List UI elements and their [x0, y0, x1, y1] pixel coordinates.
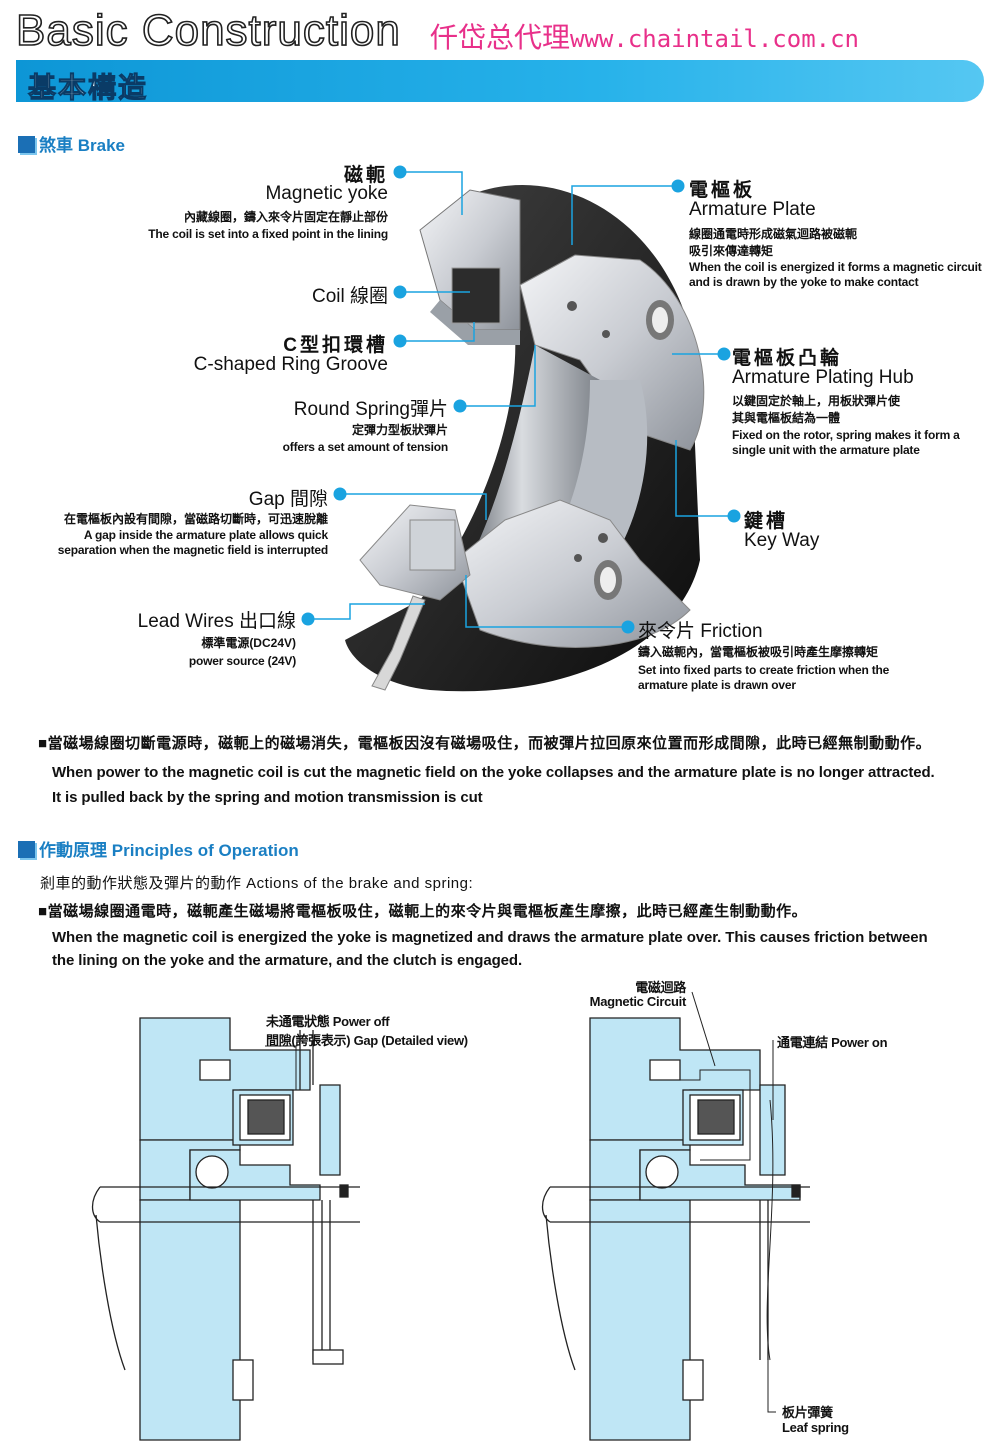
agent-url[interactable]: www.chaintail.com.cn: [570, 25, 859, 53]
label-key-way-en: Key Way: [744, 530, 820, 551]
diagram-label-leaf-spring-en: Leaf spring: [782, 1420, 849, 1435]
label-lead-wires-desc-en: power source (24V): [188, 654, 296, 668]
diagram-label-magnetic-circuit-cn: 電磁迴路: [635, 980, 686, 995]
operation-section-heading: 作動原理 Principles of Operation: [18, 836, 299, 861]
label-gap: Gap 間隙: [248, 489, 328, 510]
square-bullet-icon: ■: [38, 735, 48, 752]
label-round-spring-desc-en: offers a set amount of tension: [282, 440, 449, 454]
label-armature-hub-en: Armature Plating Hub: [732, 367, 914, 388]
label-c-groove-en: C-shaped Ring Groove: [193, 354, 388, 375]
label-armature-plate-desc-en1: When the coil is energized it forms a ma…: [689, 260, 982, 274]
label-armature-hub-desc-cn2: 其與電樞板結為一體: [732, 411, 841, 425]
label-gap-desc-cn: 在電樞板內設有間隙，當磁路切斷時，可迅速脫離: [63, 512, 328, 526]
operation-en1: When the magnetic coil is energized the …: [52, 929, 928, 946]
label-friction-desc-en2: armature plate is drawn over: [638, 678, 796, 692]
agent-name: 仟岱总代理: [430, 21, 571, 54]
diagram-label-power-on: 通電連結 Power on: [777, 1035, 888, 1050]
page-title: Basic Construction: [15, 5, 401, 56]
diagram-label-gap-detail: 間隙(誇張表示) Gap (Detailed view): [266, 1033, 468, 1048]
label-friction: 來令片 Friction: [638, 621, 763, 642]
label-lead-wires-desc-cn: 標準電源(DC24V): [201, 636, 296, 650]
square-bullet-icon: ■: [38, 903, 48, 920]
diagram-label-leaf-spring-cn: 板片彈簧: [782, 1405, 833, 1420]
label-armature-plate-desc-cn2: 吸引來傳達轉矩: [689, 244, 774, 258]
label-magnetic-yoke-cn: 磁軛: [343, 165, 388, 186]
brake-title-en: Brake: [77, 136, 125, 155]
label-round-spring-desc-cn: 定彈力型板狀彈片: [351, 423, 448, 437]
square-bullet-icon: [18, 136, 35, 153]
label-friction-desc-en1: Set into fixed parts to create friction …: [638, 663, 890, 677]
label-armature-plate-desc-cn1: 線圈通電時形成磁氣迴路被磁軛: [689, 227, 858, 241]
brake-title-cn: 煞車: [39, 136, 73, 155]
label-round-spring: Round Spring彈片: [293, 399, 448, 420]
label-armature-hub-desc-en2: single unit with the armature plate: [732, 443, 920, 457]
square-bullet-icon: [18, 841, 35, 858]
brake-note-en2: It is pulled back by the spring and moti…: [52, 789, 483, 806]
label-key-way-cn: 鍵槽: [744, 511, 789, 532]
label-armature-plate-desc-en2: and is drawn by the yoke to make contact: [689, 275, 919, 289]
label-gap-desc-en1: A gap inside the armature plate allows q…: [83, 528, 328, 542]
label-armature-plate-cn: 電樞板: [689, 180, 756, 201]
title-bar-text: 基本構造: [27, 72, 149, 104]
title-bar: [16, 60, 984, 102]
operation-title-cn: 作動原理: [39, 841, 107, 860]
label-gap-desc-en2: separation when the magnetic field is in…: [57, 543, 328, 557]
label-c-groove-cn: C型扣環槽: [283, 335, 388, 356]
agent-banner: 仟岱总代理www.chaintail.com.cn: [430, 16, 859, 56]
diagram-power-off: [91, 1017, 360, 1441]
operation-title-en: Principles of Operation: [111, 841, 299, 860]
label-armature-hub-cn: 電樞板凸輪: [732, 348, 843, 369]
label-magnetic-yoke-en: Magnetic yoke: [265, 183, 388, 204]
label-lead-wires: Lead Wires 出口線: [137, 611, 296, 632]
label-armature-hub-desc-en1: Fixed on the rotor, spring makes it form…: [732, 428, 960, 442]
brake-note-en1: When power to the magnetic coil is cut t…: [52, 764, 935, 781]
diagram-power-on: [541, 1017, 810, 1441]
label-coil: Coil 線圈: [311, 286, 388, 307]
brake-note-cn: ■當磁場線圈切斷電源時，磁軛上的磁場消失，電樞板因沒有磁場吸住，而被彈片拉回原來…: [38, 735, 932, 752]
operation-intro: 剎車的動作狀態及彈片的動作 Actions of the brake and s…: [40, 875, 474, 892]
operation-en2: the lining on the yoke and the armature,…: [52, 952, 523, 969]
diagram-label-magnetic-circuit-en: Magnetic Circuit: [589, 994, 687, 1009]
label-armature-hub-desc-cn1: 以鍵固定於軸上，用板狀彈片使: [732, 394, 901, 408]
label-magnetic-yoke-desc-en: The coil is set into a fixed point in th…: [148, 227, 388, 241]
diagram-label-power-off: 未通電狀態 Power off: [266, 1014, 390, 1029]
label-friction-desc-cn: 鑄入磁軛內，當電樞板被吸引時產生摩擦轉矩: [638, 645, 879, 659]
label-armature-plate-en: Armature Plate: [689, 199, 816, 220]
brake-section-heading: 煞車 Brake: [18, 131, 125, 156]
operation-cn: ■當磁場線圈通電時，磁軛產生磁場將電樞板吸住，磁軛上的來令片與電樞板產生摩擦，此…: [38, 903, 808, 920]
label-magnetic-yoke-desc-cn: 內藏線圈，鑄入來令片固定在靜止部份: [183, 210, 388, 224]
